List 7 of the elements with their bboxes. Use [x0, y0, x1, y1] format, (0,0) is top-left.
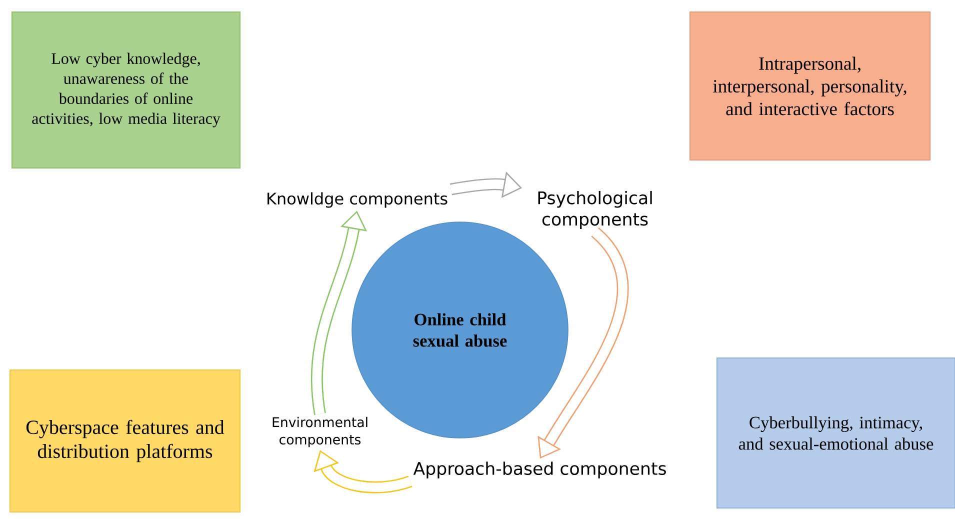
text-box: Cyberspace features and distribution platforms — [9, 369, 241, 513]
text-box: Intrapersonal, interpersonal, personality, and interactive factors — [689, 11, 931, 161]
text-box: Low cyber knowledge, unawareness of the boundaries of online activities, low media literacy — [11, 11, 241, 169]
component-label: Approach-based components — [413, 462, 666, 478]
text-box: Cyberbullying, intimacy, and sexual-emotional abuse — [716, 357, 955, 509]
block-arrow — [314, 450, 412, 494]
component-label: Knowldge components — [268, 192, 448, 208]
